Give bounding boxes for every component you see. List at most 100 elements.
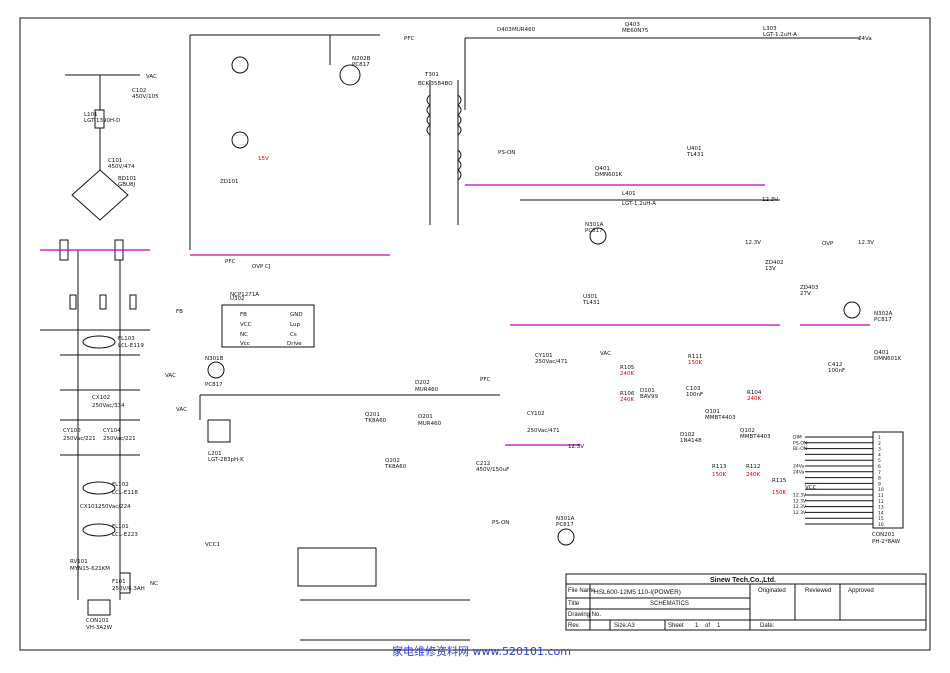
n301b-value: PC817 bbox=[205, 382, 223, 388]
d102-value: 1N4148 bbox=[680, 438, 702, 444]
d202-value: MUR460 bbox=[415, 387, 439, 393]
c101-ref: C101 bbox=[108, 158, 122, 164]
con201-pin-number: 15 bbox=[878, 516, 884, 522]
u302-ref: U302 bbox=[230, 296, 245, 302]
con201-pin-number: 9 bbox=[878, 481, 881, 487]
transformer-t301: T301 BCK-3584BO bbox=[418, 72, 462, 225]
tb-drawing-no-label: Drawing No. bbox=[568, 612, 601, 618]
c103-ref: C103 bbox=[686, 386, 701, 392]
l303-value: LGT-1.2uH-A bbox=[763, 32, 797, 38]
cn201-ref: CON201 bbox=[872, 532, 895, 538]
d101-ref: D101 bbox=[640, 388, 655, 394]
n302a-value: PC817 bbox=[874, 317, 892, 323]
n301a-ref-b: N301A bbox=[556, 516, 575, 522]
bridge-section: L101 LGT-1390H-D C102 450V/105 C101 450V… bbox=[65, 74, 159, 221]
cy104-value: 250Vac/221 bbox=[103, 436, 136, 442]
con201-pin-number: 16 bbox=[878, 522, 884, 528]
con201-pin-label: PS-ON bbox=[793, 440, 807, 446]
cx102-value: 250Vac/334 bbox=[92, 403, 125, 409]
u301-ref: U301 bbox=[583, 294, 598, 300]
net-vcc-right: VCC bbox=[805, 485, 817, 491]
r105-ref: R105 bbox=[620, 365, 635, 371]
cx101-value: 250Vac/224 bbox=[98, 504, 131, 510]
bd101-ref: BD101 bbox=[118, 176, 137, 182]
svg-text:GND: GND bbox=[290, 312, 303, 318]
d403-value: MUR460 bbox=[512, 27, 536, 33]
u302-value: NCP1271A bbox=[230, 292, 259, 298]
startup-section: N202B PC817 15V ZD101 PFC bbox=[189, 34, 414, 250]
tb-file-name: HSL600-12M5 110-I(POWER) bbox=[594, 589, 681, 596]
con201-pin-label: 24Va bbox=[793, 469, 804, 475]
tb-title-label: Title bbox=[568, 601, 580, 607]
zd403-value: 27V bbox=[800, 291, 811, 297]
n301b-optocoupler bbox=[207, 361, 225, 379]
bridge-rectifier bbox=[71, 169, 129, 221]
net-24va: 24Va bbox=[858, 36, 872, 42]
con201-pin-label: 12.3V bbox=[793, 498, 807, 504]
cy103-value: NC bbox=[150, 581, 158, 587]
tb-originated-label: Originated bbox=[758, 588, 786, 594]
tb-approved-label: Approved bbox=[848, 588, 874, 594]
r115-value: 150K bbox=[772, 490, 786, 496]
svg-text:FB: FB bbox=[240, 312, 247, 318]
cn101-connector bbox=[87, 599, 111, 616]
r112-value: 240K bbox=[746, 472, 760, 478]
con201-pin-label: DIM bbox=[793, 435, 802, 441]
u401-ref: U401 bbox=[687, 146, 702, 152]
net-12v: 12.3V bbox=[762, 197, 778, 203]
con201-pin-list: 1DIM2PS-ON3BL-ON45624Va724Va89101112.3V1… bbox=[793, 435, 884, 529]
zd402-ref: ZD402 bbox=[765, 260, 784, 266]
con201-pin-label: 12.3V bbox=[793, 504, 807, 510]
q401-value: DMN601K bbox=[595, 172, 623, 178]
bd101-value: GBU8J bbox=[118, 182, 136, 188]
r111-value: 150K bbox=[688, 360, 702, 366]
l303-ref: L303 bbox=[763, 26, 777, 32]
title-block: Sinew Tech.Co.,Ltd. File Name HSL600-12M… bbox=[565, 573, 927, 631]
r106-ref: R106 bbox=[620, 391, 635, 397]
svg-text:Drive: Drive bbox=[287, 341, 302, 347]
u302-controller: U302 NCP1271A FB VCC NC Vcc GND Lup Cs D… bbox=[176, 259, 315, 388]
n301a-value: PC817 bbox=[585, 228, 603, 234]
cn101-value: VH-3A2W bbox=[86, 625, 113, 631]
watermark-text: 家电维修资料网 www.520101.com bbox=[392, 644, 571, 658]
c412-value: 100nF bbox=[828, 368, 845, 374]
con201-pin-number: 6 bbox=[878, 464, 881, 470]
l101-value: LGT-1390H-D bbox=[84, 118, 120, 124]
tb-date-label: Date: bbox=[760, 623, 775, 629]
tb-file-name-label: File Name bbox=[568, 588, 596, 594]
n202b-value: PC817 bbox=[352, 62, 370, 68]
net-ps-on-b: PS-ON bbox=[492, 520, 509, 526]
cx101-ref: CX101 bbox=[80, 504, 98, 510]
f101-ref: F101 bbox=[112, 579, 126, 585]
d202-ref: D202 bbox=[415, 380, 430, 386]
con201-pin-label: 12.3V bbox=[793, 493, 807, 499]
fl103-value: LCL-E119 bbox=[118, 343, 144, 349]
u401-value: TL431 bbox=[686, 152, 704, 158]
cy102-value: 250Vac/471 bbox=[527, 428, 560, 434]
svg-text:NC: NC bbox=[240, 332, 248, 338]
con201-pin-number: 2 bbox=[878, 441, 881, 447]
tb-of-label: of bbox=[705, 623, 710, 629]
cx102-ref: CX102 bbox=[92, 395, 110, 401]
net-vac-left: VAC bbox=[165, 373, 176, 379]
c212-value: 450V/150uF bbox=[476, 467, 509, 473]
cy104-ref: CY104 bbox=[103, 428, 121, 434]
tb-company: Sinew Tech.Co.,Ltd. bbox=[710, 577, 776, 584]
l201-choke bbox=[207, 419, 231, 443]
n301a-value-b: PC817 bbox=[556, 522, 574, 528]
cy100-value: 250Vac/221 bbox=[63, 436, 96, 442]
c412-ref: C412 bbox=[828, 362, 842, 368]
c102-ref: C102 bbox=[132, 88, 146, 94]
f101-value: 250V/6.3AH bbox=[112, 586, 145, 592]
protection-section: 12.3V OVP 12.3V ZD402 13V ZD403 27V N302… bbox=[745, 240, 902, 374]
l201-ref: L201 bbox=[208, 451, 222, 457]
r106-value: 240K bbox=[620, 397, 634, 403]
tb-sheet-num: 1 bbox=[695, 623, 699, 629]
r104-value: 240K bbox=[747, 396, 761, 402]
q102-value: MMBT4403 bbox=[740, 434, 771, 440]
svg-text:Vcc: Vcc bbox=[240, 341, 250, 347]
fl101-value: LCL-E223 bbox=[112, 532, 138, 538]
u301-value: TL431 bbox=[582, 300, 600, 306]
rv101-value: MYN15-621KM bbox=[70, 566, 110, 572]
